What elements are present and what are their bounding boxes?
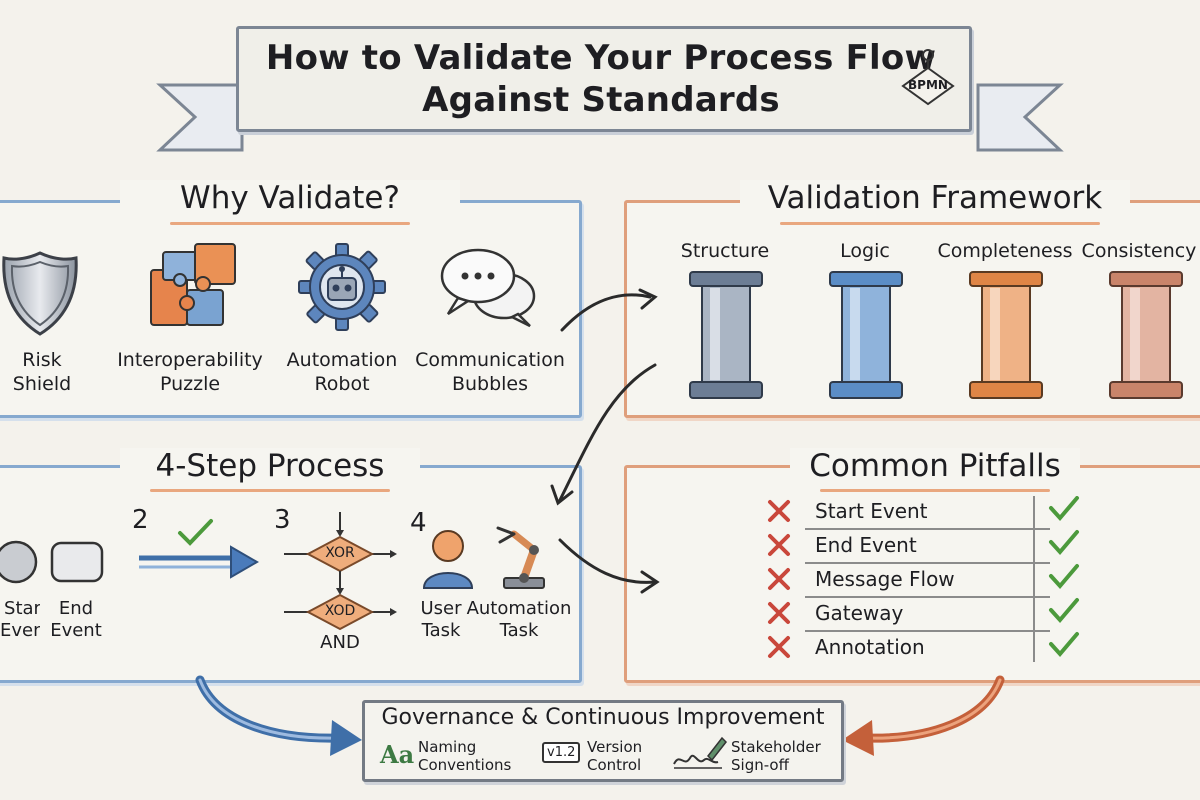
why-item-interoperability-line-2: Puzzle — [159, 373, 221, 395]
why-item-risk-line-2: Shield — [12, 373, 72, 395]
step-number-4: 4 — [410, 508, 427, 538]
cross-icon — [768, 602, 790, 624]
pillar-label-logic: Logic — [840, 240, 890, 262]
step-2-graphic — [139, 519, 260, 579]
governance-title: Governance & Continuous Improvement — [381, 705, 825, 730]
why-item-communication-line-1: Communication — [415, 349, 565, 371]
page-title-line-2: Against Standards — [422, 80, 780, 120]
version-control-icon: v1.2 — [542, 742, 581, 763]
naming-conventions-line-1: Naming — [418, 738, 477, 756]
cross-icon — [768, 568, 790, 590]
step-number-2: 2 — [132, 505, 149, 535]
naming-conventions-line-2: Conventions — [418, 756, 512, 774]
check-icon — [1049, 496, 1079, 522]
bpmn-badge: BPMN — [898, 46, 958, 106]
cross-icon — [768, 534, 790, 556]
start-event-label-line-2: Event — [0, 620, 40, 641]
stakeholder-signoff-line-1: Stakeholder — [731, 738, 821, 756]
xod-gateway-icon — [305, 593, 375, 631]
user-task-label-line-2: Task — [421, 620, 461, 641]
pitfall-row: End Event — [805, 528, 1050, 564]
version-control-line-2: Control — [587, 756, 642, 774]
shield-icon — [2, 251, 78, 336]
events-graphic — [0, 540, 104, 584]
start-event-label-line-1: Start — [4, 598, 40, 619]
pillar-label-consistency: Consistency — [1081, 240, 1197, 262]
arrow-blue-to-governance — [195, 675, 345, 743]
pillar-completeness — [969, 271, 1043, 399]
four-step-process-underline — [150, 489, 390, 492]
pillar-label-structure: Structure — [680, 240, 770, 262]
puzzle-icon — [150, 243, 236, 326]
validation-framework-underline — [780, 222, 1100, 225]
version-control-line-1: Version — [587, 738, 643, 756]
robot-arm-icon — [496, 526, 545, 589]
why-item-risk-line-1: Risk — [22, 349, 62, 371]
common-pitfalls-title: Common Pitfalls — [790, 448, 1080, 484]
pillar-structure — [689, 271, 763, 399]
end-event-label-line-1: End — [58, 598, 94, 619]
governance-box — [362, 700, 844, 782]
step-number-3: 3 — [274, 505, 291, 535]
check-icon — [1049, 564, 1079, 590]
check-icon — [1049, 598, 1079, 624]
xod-gateway-label: XOD — [324, 603, 356, 619]
pillar-logic — [829, 271, 903, 399]
and-gateway-label: AND — [320, 632, 360, 653]
banner-body — [236, 26, 972, 132]
user-task-label-line-1: User — [420, 598, 462, 619]
bpmn-badge-label: BPMN — [908, 78, 948, 92]
check-icon — [1049, 530, 1079, 556]
pillars-graphic — [689, 271, 1183, 399]
common-pitfalls-underline — [820, 489, 1050, 492]
validation-framework-title: Validation Framework — [740, 180, 1130, 216]
arrow-orange-to-governance — [860, 675, 1005, 743]
why-item-automation-line-2: Robot — [314, 373, 370, 395]
automation-task-label-line-1: Automation — [466, 598, 572, 619]
signature-pen-icon — [673, 736, 727, 769]
pitfall-marks — [768, 496, 1079, 658]
automation-task-label-line-2: Task — [499, 620, 539, 641]
robot-gear-icon — [298, 243, 386, 331]
four-step-process-title: 4-Step Process — [120, 448, 420, 484]
pitfall-row: Annotation — [815, 635, 925, 659]
stakeholder-signoff-line-2: Sign-off — [731, 756, 789, 774]
speech-bubbles-icon — [440, 248, 536, 328]
cross-icon — [768, 500, 790, 522]
bpmn-badge-icon — [901, 49, 955, 106]
naming-conventions-icon: Aa — [380, 740, 415, 769]
check-icon — [178, 519, 213, 546]
banner-ribbon-tails — [156, 83, 1064, 152]
why-validate-title: Why Validate? — [120, 180, 460, 216]
pitfalls-column-divider — [1033, 496, 1035, 662]
why-validate-underline — [170, 222, 410, 225]
pillar-label-completeness: Completeness — [937, 240, 1073, 262]
why-item-interoperability-line-1: Interoperability — [117, 349, 263, 371]
user-task-icon — [422, 530, 474, 589]
why-item-automation-line-1: Automation — [286, 349, 398, 371]
check-icon — [1049, 632, 1079, 658]
why-item-communication-line-2: Bubbles — [451, 373, 529, 395]
gateways-graphic — [284, 512, 397, 631]
common-pitfalls-panel — [624, 465, 1200, 683]
pitfall-row: Start Event — [805, 494, 1050, 530]
start-event-icon — [0, 540, 38, 584]
page-title-line-1: How to Validate Your Process Flow — [265, 38, 937, 78]
end-event-label-line-2: Event — [50, 620, 102, 641]
end-event-icon — [50, 541, 104, 583]
pitfall-row: Gateway — [805, 596, 1050, 632]
cross-icon — [768, 636, 790, 658]
xor-gateway-label: XOR — [325, 545, 355, 561]
pitfall-row: Message Flow — [805, 562, 1050, 598]
pillar-consistency — [1109, 271, 1183, 399]
